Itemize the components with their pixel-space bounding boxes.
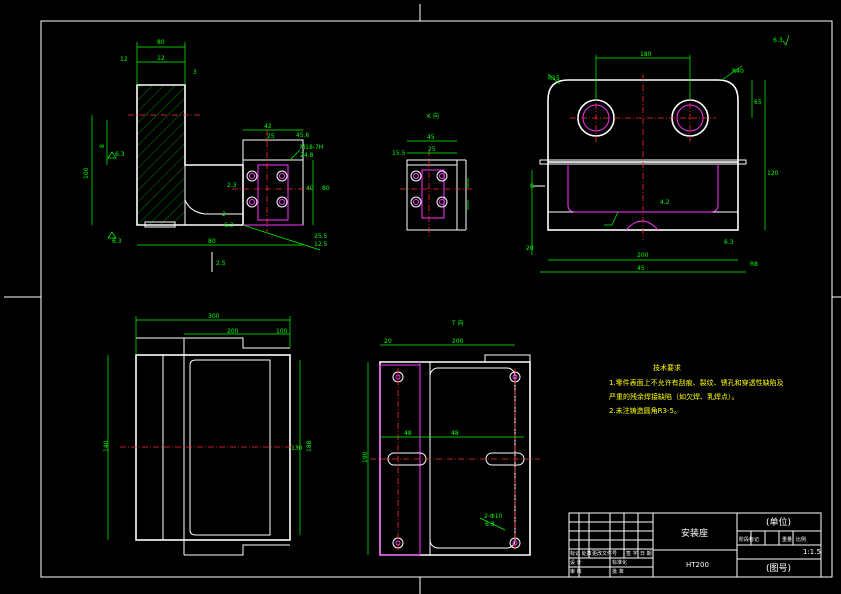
front-dim-6: 6.3 [724,239,734,246]
t-dim-5: 2-Φ10 [484,513,503,520]
title-material: HT200 [686,561,709,569]
plate-dim-1: 25 [267,133,275,140]
side-dim-3: 8 [99,144,106,148]
front-dim-2: R15 [548,75,560,82]
tech-requirements: 技术要求 1.零件表面上不允许有刮痕、裂纹、锈孔和穿透性缺陷及 严重的残余焊接缺… [609,363,784,415]
t-view-title: T 向 [451,319,464,327]
side-dim-7: 2.3 [227,182,237,189]
plan-dim-1: 200 [227,328,239,335]
plan-dim-3: 140 [103,440,110,452]
tech-line-1: 1.零件表面上不允许有刮痕、裂纹、锈孔和穿透性缺陷及 [609,378,784,387]
plan-dim-5: 130 [291,445,303,452]
side-dim-12: 2.5 [216,260,226,267]
side-dim-1: 12 [157,55,165,62]
front-view: 180 R40 R15 65 120 4.2 6.3 200 R8 45 20 … [526,51,779,273]
front-arrow-label: K [530,183,535,190]
front-dim-8: R8 [750,261,758,268]
front-dim-4: 120 [767,170,779,177]
title-stage-2: 比例 [796,536,806,543]
side-dim-4: 12 [120,56,128,63]
tech-line-2: 严重的残余焊接缺陷（如欠焊、乳焊点）。 [609,392,739,401]
side-dim-9: 12.5 [314,241,328,248]
title-row-label-1: 更改文件号 [592,550,617,557]
title-block: 安装座 HT200 (单位) (图号) 1:1.5 标记 处数 更改文件号 签 … [568,512,822,578]
title-stage-0: 阶段标记 [739,536,759,543]
title-sign-2: 审 核 [570,568,582,575]
plate-dim-3: 40 [306,185,314,192]
title-sign-0: 设 计 [570,559,582,566]
front-dim-0: 180 [640,51,652,58]
side-view: 80 12 100 8 12 80 3 2.3 25.5 12.5 6.3 6.… [83,39,328,272]
roughness-symbol: 6.3 [773,37,783,44]
side-dim-8: 25.5 [314,233,328,240]
t-dim-3: 48 [451,430,459,437]
plate-dim-7: 2 [222,211,226,218]
title-drawing-no: (图号) [766,563,791,574]
t-dim-4: 190 [362,451,369,463]
sheet-frame: 6.3 [4,4,841,594]
tech-title: 技术要求 [653,363,681,372]
title-scale: 1:1.5 [803,548,821,556]
front-dim-10: 20 [526,245,534,252]
plate-dim-5: 24.8 [300,152,314,159]
k-dim-2: 15.5 [392,150,406,157]
plate-detail: 42 25 80 40 M18-7H 24.8 45.6 2 6.3 [222,123,330,229]
front-dim-9: 45 [637,265,645,272]
title-unit: (单位) [766,516,791,528]
plate-dim-2: 80 [322,185,330,192]
title-stage-1: 重量 [782,536,792,543]
front-dim-5: 4.2 [660,199,670,206]
front-dim-7: 200 [637,252,649,259]
title-sign-1: 标准化 [612,559,627,566]
t-view: T 向 20 200 48 48 190 2-Φ10 6.3 [362,319,540,556]
plate-dim-0: 42 [264,123,272,130]
k-view: K 向 45 25 15.5 [392,112,472,236]
title-row-label-0: 标记 处数 [570,550,592,557]
plate-dim-8: 6.3 [224,222,234,229]
t-dim-6: 6.3 [485,521,495,528]
side-dim-5: 80 [208,238,216,245]
t-dim-2: 48 [404,430,412,437]
side-dim-0: 80 [157,39,165,46]
plan-dim-2: 100 [276,328,288,335]
plate-dim-4: M18-7H [300,144,323,151]
side-dim-11: 6.3 [112,238,122,245]
plate-dim-6: 45.6 [296,132,310,139]
k-view-title: K 向 [427,112,439,120]
t-dim-0: 20 [384,338,392,345]
tech-line-3: 2.未注铸造圆角R3-5。 [609,406,681,415]
k-dim-0: 45 [427,134,435,141]
side-dim-10: 6.3 [115,151,125,158]
side-dim-2: 100 [83,167,90,179]
title-part-name: 安装座 [681,527,708,539]
front-dim-1: R40 [732,68,744,75]
side-dim-6: 3 [193,69,197,76]
plan-view: 300 200 100 140 188 130 [103,313,313,556]
t-dim-1: 200 [452,338,464,345]
plan-dim-0: 300 [208,313,220,320]
title-row-label-2: 签 字 [626,550,638,557]
title-row-label-3: 日 期 [640,551,652,557]
plan-dim-4: 188 [306,440,313,452]
front-dim-3: 65 [754,99,762,106]
title-sign-4: 批 准 [612,568,624,575]
k-dim-1: 25 [428,146,436,153]
